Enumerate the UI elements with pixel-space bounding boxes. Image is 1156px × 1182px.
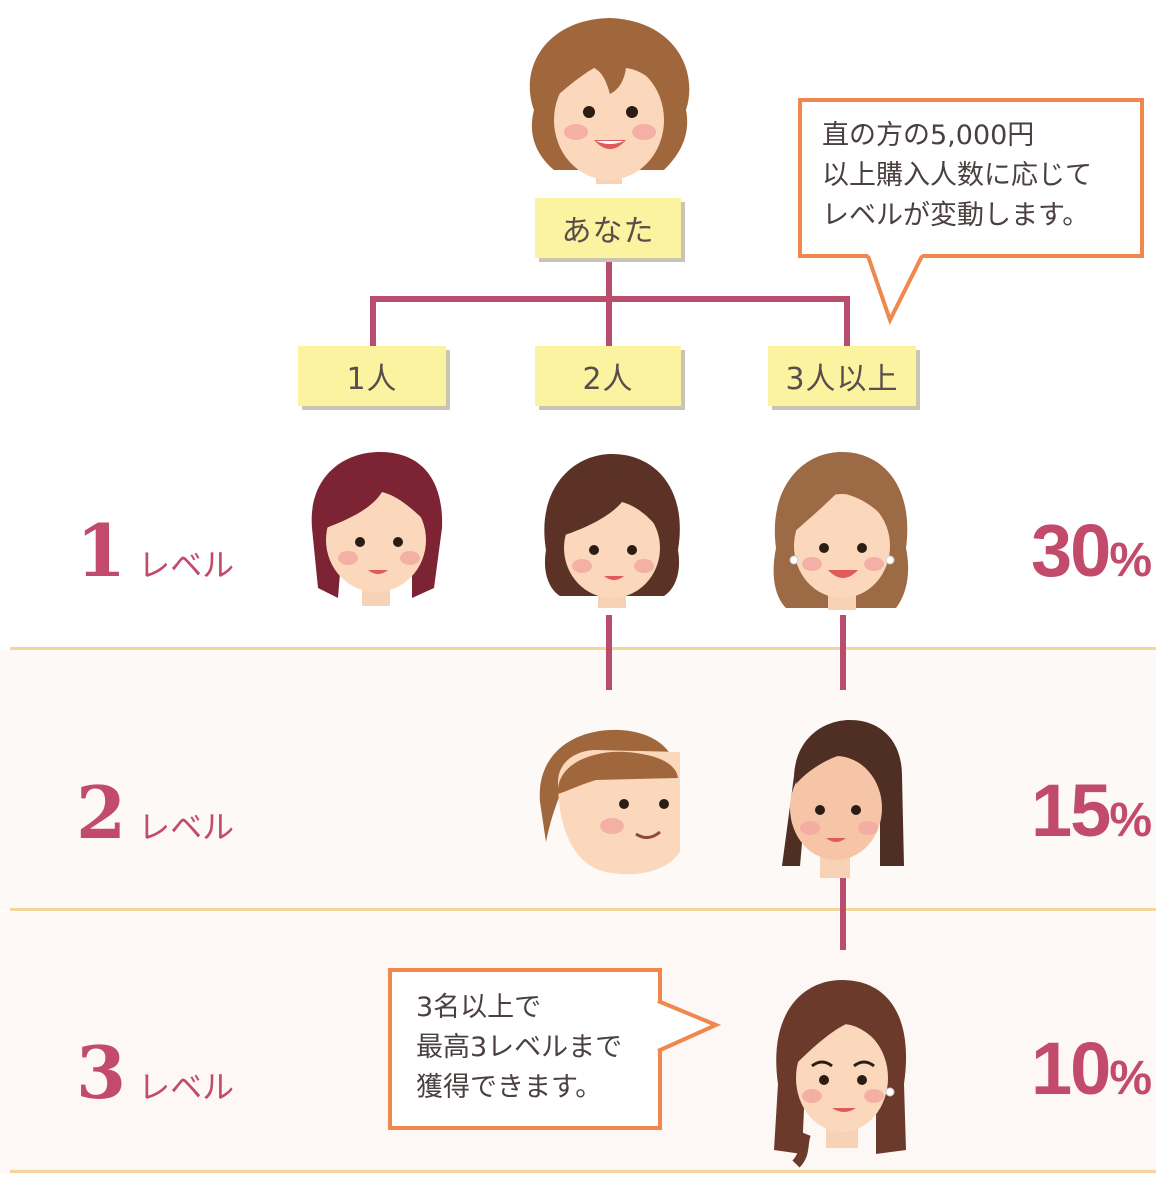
branch-label-box: 3人以上 (768, 346, 916, 406)
branch-label: 1人 (346, 362, 398, 397)
level-label: 2 レベル (76, 770, 234, 855)
connector-root-down (606, 258, 612, 348)
face-illustration (302, 448, 452, 608)
connector-branch-1 (370, 296, 376, 348)
face-illustration (532, 450, 692, 610)
level-percent: 30 % (1031, 508, 1152, 593)
percent-sign: % (1109, 794, 1152, 847)
callout-line: 3名以上で (416, 992, 542, 1023)
level-divider (10, 908, 1156, 911)
face-illustration-you (514, 10, 704, 190)
connector-level1-to-2-mid (606, 615, 612, 690)
callout-line: 最高3レベルまで (416, 1032, 623, 1063)
top-callout: 直の方の5,000円 以上購入人数に応じて レベルが変動します。 (798, 98, 1144, 258)
level-number: 2 (76, 770, 127, 855)
percent-sign: % (1109, 534, 1152, 587)
callout-line: 直の方の5,000円 (822, 120, 1035, 151)
connector-level2-to-3 (840, 870, 846, 950)
face-illustration (766, 974, 916, 1174)
level-word: レベル (138, 1069, 235, 1105)
percent-value: 15 (1031, 769, 1111, 852)
branch-label-box: 2人 (535, 346, 681, 406)
callout-line: 以上購入人数に応じて (822, 160, 1092, 191)
level-number: 1 (76, 508, 127, 593)
percent-value: 10 (1031, 1027, 1111, 1110)
level-percent: 10 % (1031, 1026, 1152, 1111)
root-label-box: あなた (535, 198, 681, 258)
level-label: 3 レベル (76, 1030, 234, 1115)
percent-sign: % (1109, 1052, 1152, 1105)
connector-branch-3 (844, 296, 850, 348)
face-illustration (536, 722, 686, 882)
level-word: レベル (138, 547, 235, 583)
bottom-callout-tail (656, 999, 722, 1053)
face-illustration (776, 716, 908, 880)
level-divider (10, 647, 1156, 650)
face-illustration (766, 448, 916, 614)
level-percent: 15 % (1031, 768, 1152, 853)
branch-label: 2人 (582, 362, 634, 397)
branch-label-box: 1人 (298, 346, 446, 406)
callout-line: レベルが変動します。 (822, 200, 1090, 231)
connector-level1-to-2-right (840, 615, 846, 690)
level-word: レベル (138, 809, 235, 845)
level-divider (10, 1170, 1156, 1173)
bottom-callout: 3名以上で 最高3レベルまで 獲得できます。 (388, 968, 662, 1130)
percent-value: 30 (1031, 509, 1111, 592)
level-label: 1 レベル (76, 508, 234, 593)
level-number: 3 (76, 1030, 127, 1115)
top-callout-tail (866, 254, 924, 326)
callout-line: 獲得できます。 (416, 1072, 603, 1103)
connector-horizontal (370, 296, 850, 302)
branch-label: 3人以上 (785, 362, 899, 397)
root-label: あなた (561, 214, 655, 249)
